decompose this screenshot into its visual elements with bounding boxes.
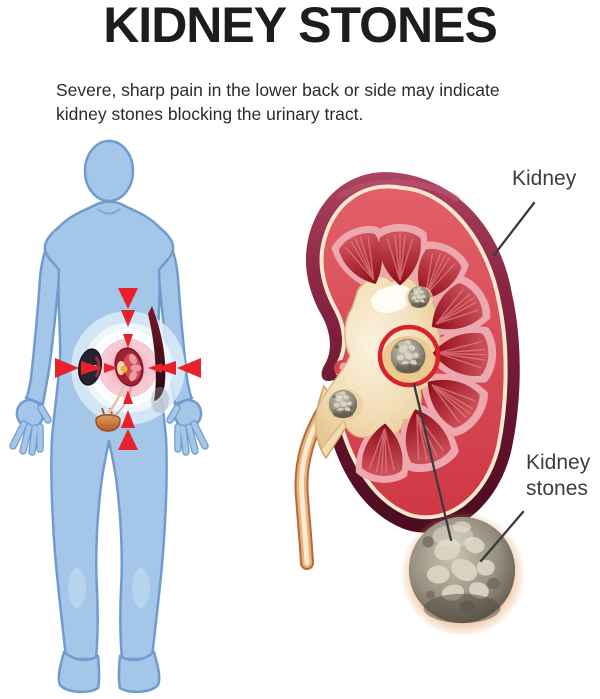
capsule-shine	[337, 179, 460, 202]
stones-label-line	[479, 510, 525, 563]
organ-bladder	[95, 407, 121, 432]
sinus-spike	[370, 288, 384, 306]
kidney-stones-label: Kidney stones	[526, 451, 591, 500]
figure-fingers-fill	[10, 405, 208, 455]
magnify-line	[412, 382, 453, 542]
organ-flank-shadow	[148, 306, 169, 413]
ureter-to-bladder-line	[107, 385, 126, 414]
kidney-stone-magnified	[400, 509, 526, 635]
kidney-stone-funnel	[328, 389, 358, 419]
kidney-stone-large	[408, 516, 516, 624]
ureter-thin-line	[111, 386, 132, 419]
pointer-lines	[412, 201, 536, 563]
left-knee-highlight	[68, 568, 86, 608]
kidney-label: Kidney	[512, 167, 577, 190]
figure-left-foot	[57, 650, 101, 694]
page-title: KIDNEY STONES	[103, 0, 498, 53]
right-knee-highlight	[132, 568, 150, 608]
figure-right-foot	[117, 650, 161, 694]
kidney-cross-section	[294, 172, 520, 570]
kidney-label-line	[492, 201, 536, 257]
kidney-stone-small-upper	[408, 286, 430, 308]
subtitle-text: Severe, sharp pain in the lower back or …	[56, 80, 500, 124]
kidney-stone-circled	[390, 338, 426, 374]
figure-head	[83, 139, 135, 203]
pain-indicator	[55, 288, 201, 450]
renal-sinus-highlight	[371, 285, 413, 313]
organ-kidney-mini	[114, 347, 144, 387]
highlight-circle	[377, 324, 441, 388]
pain-arrows	[55, 288, 201, 450]
collar-line	[97, 208, 121, 215]
